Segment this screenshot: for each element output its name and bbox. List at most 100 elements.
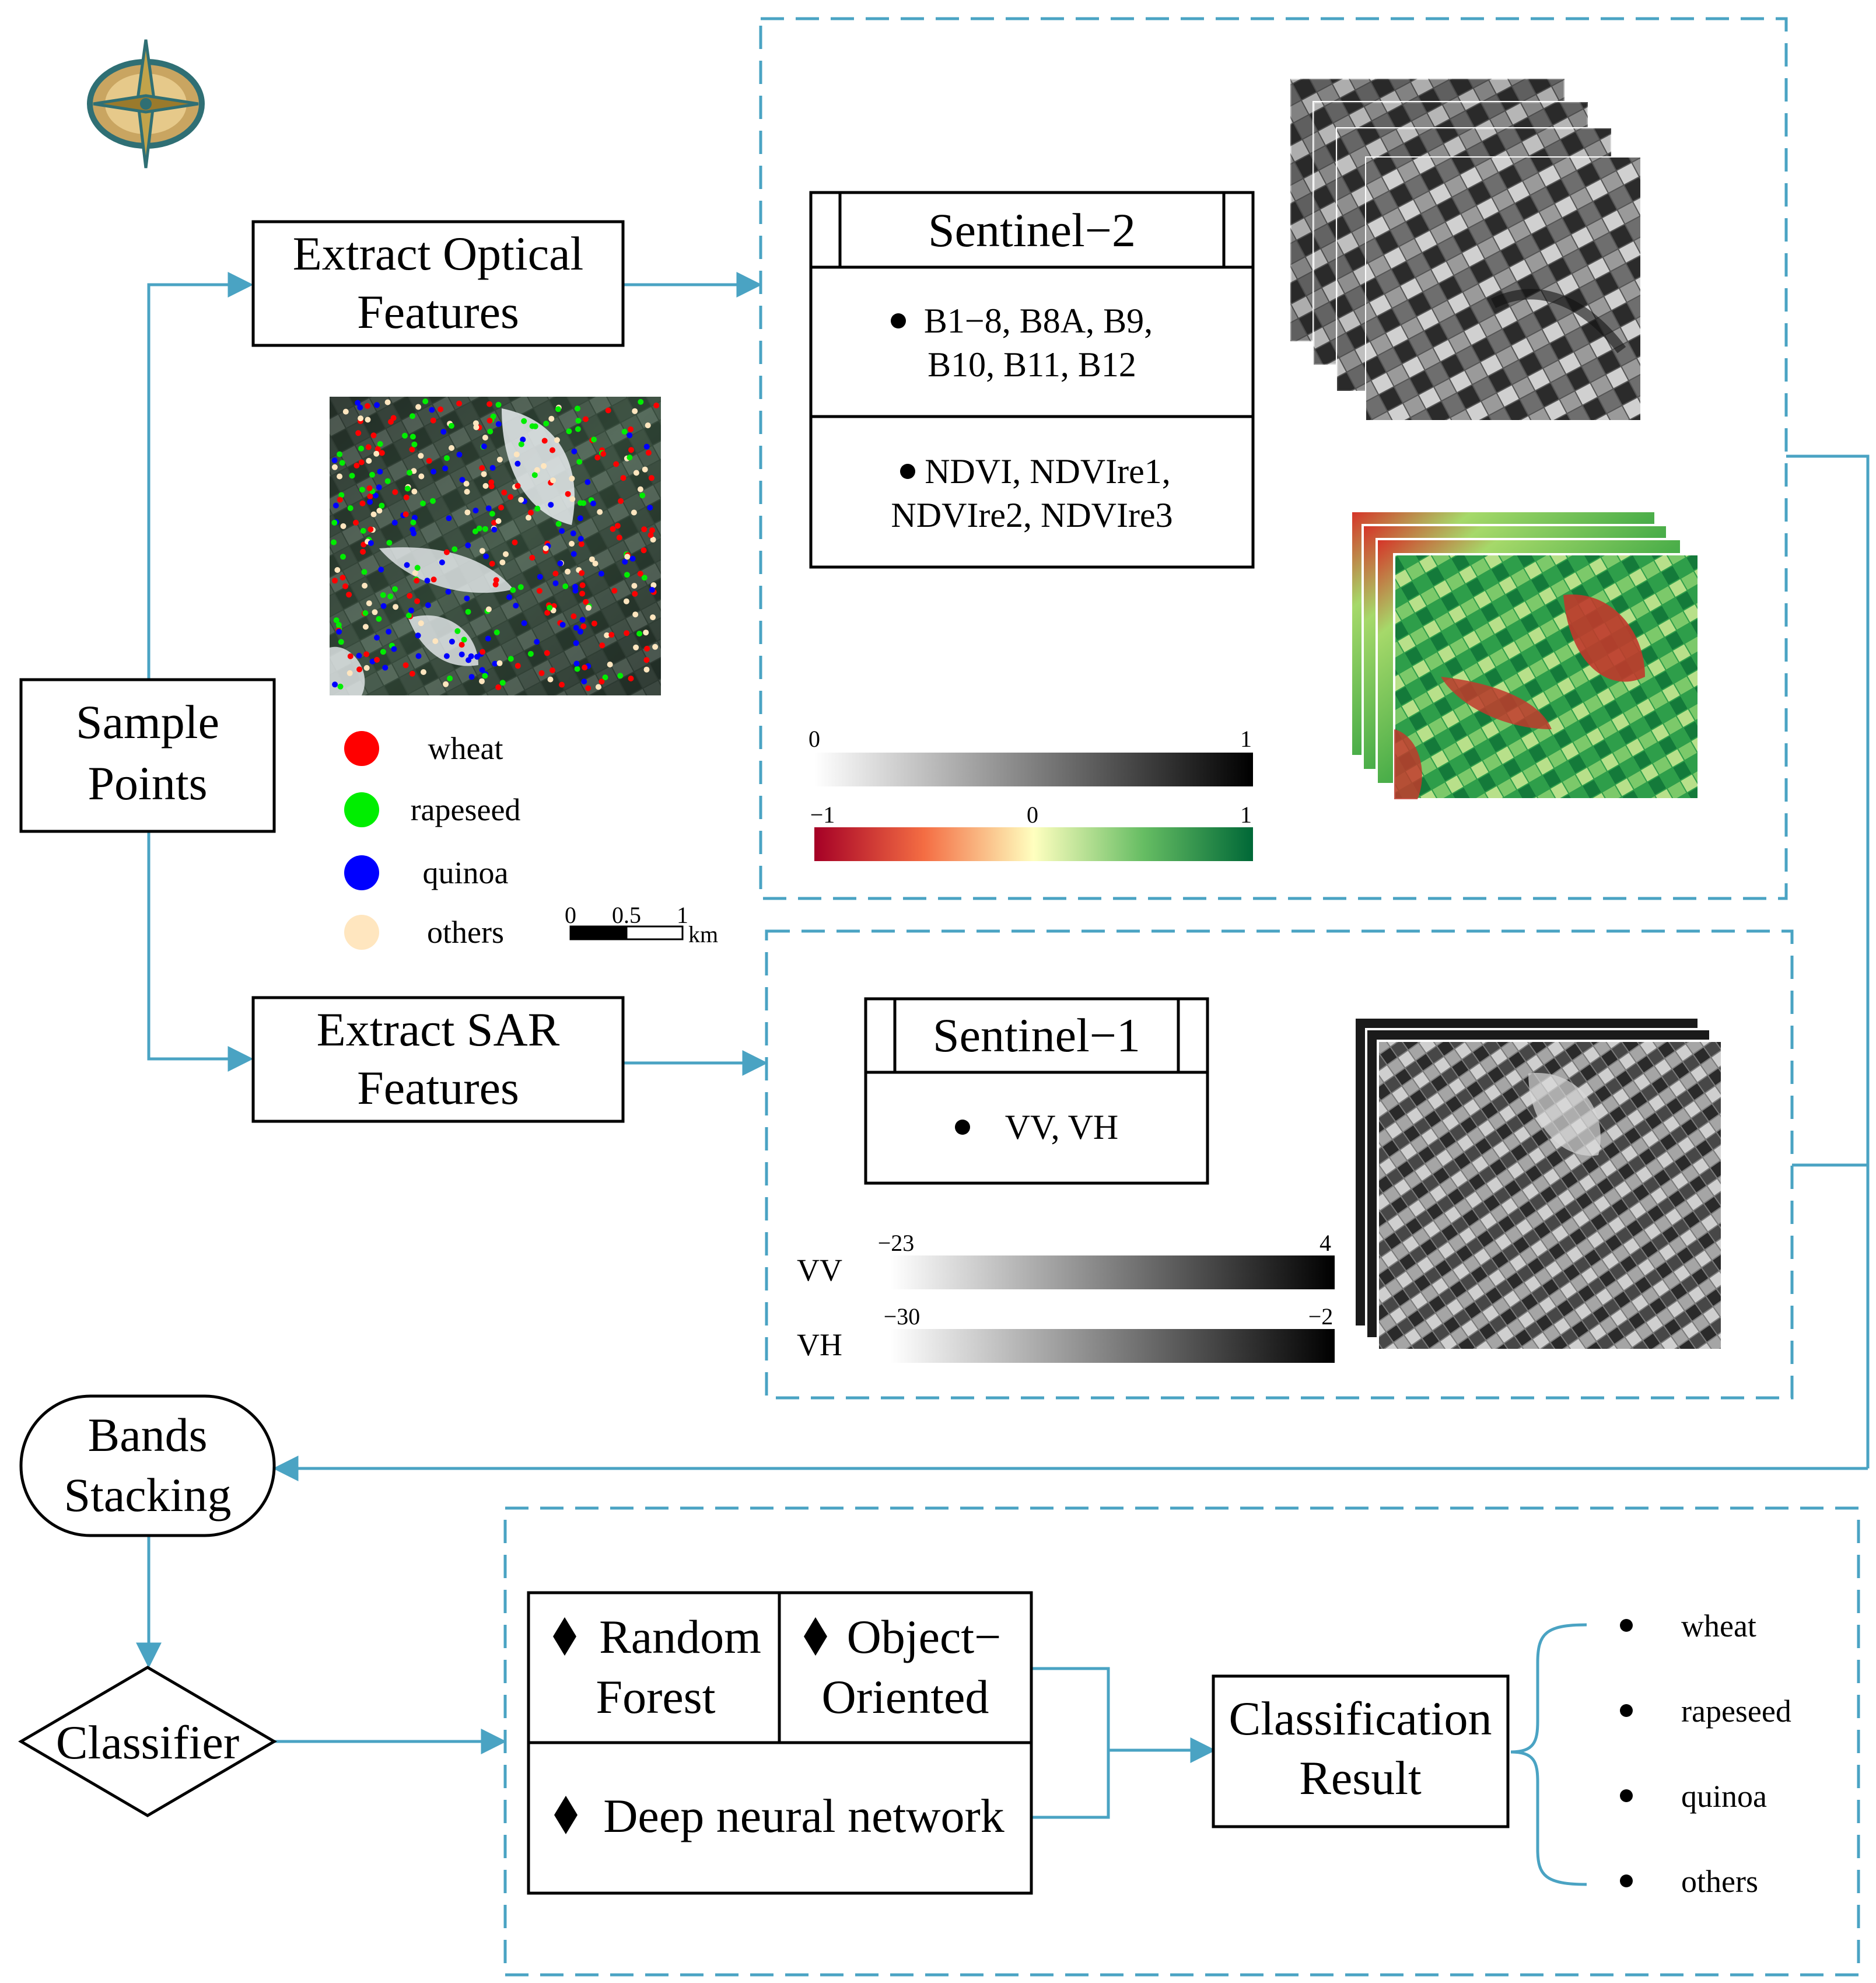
- sample-dot: [521, 620, 527, 627]
- sample-dot: [420, 500, 426, 506]
- sample-dot: [626, 454, 633, 461]
- sample-dot: [373, 450, 380, 457]
- sample-dot: [393, 604, 399, 610]
- sample-dot: [555, 406, 561, 412]
- sample-dot: [648, 532, 654, 538]
- sample-dot: [544, 650, 550, 656]
- sample-dot: [347, 653, 354, 659]
- sample-dot: [576, 459, 583, 465]
- sample-dot: [482, 435, 488, 441]
- sample-dot: [647, 505, 653, 511]
- sample-dot: [595, 684, 601, 690]
- sample-dot: [410, 413, 415, 419]
- result-class-wheat: wheat: [1681, 1608, 1756, 1643]
- sample-legend: wheat rapeseed quinoa others: [344, 731, 520, 950]
- sample-dot: [643, 629, 649, 636]
- bullet-icon: [1620, 1619, 1633, 1632]
- sample-dot: [418, 453, 424, 459]
- s2-gray-min: 0: [808, 726, 820, 752]
- sample-dot: [632, 590, 638, 597]
- extract-optical-box: Extract Optical Features: [251, 220, 625, 347]
- sample-dot: [357, 404, 363, 411]
- sample-dot: [614, 523, 621, 529]
- sample-dot: [443, 653, 450, 659]
- legend-quinoa-label: quinoa: [423, 855, 509, 890]
- sample-dot: [382, 665, 388, 671]
- sample-dot: [411, 441, 418, 447]
- sample-dot: [569, 496, 576, 502]
- sample-dot: [581, 679, 587, 685]
- sample-dot: [575, 418, 582, 424]
- sentinel1-panel: [765, 929, 1794, 1400]
- sample-dot: [346, 670, 353, 676]
- sample-dot: [650, 614, 656, 621]
- sample-dot: [534, 505, 541, 512]
- sample-dot: [628, 676, 634, 681]
- sample-dot: [573, 625, 579, 631]
- sample-dot: [354, 463, 360, 468]
- sample-dot: [347, 505, 354, 511]
- sample-dot: [362, 624, 369, 630]
- sample-dot: [411, 515, 418, 521]
- sample-dot: [591, 436, 597, 443]
- legend-others-swatch: [344, 915, 379, 950]
- sample-dot: [376, 508, 383, 514]
- scale-unit: km: [688, 921, 718, 947]
- sample-dot: [367, 499, 373, 505]
- sample-dot: [529, 423, 536, 429]
- sample-dot: [527, 650, 534, 657]
- sample-dot: [575, 426, 581, 432]
- sample-dot: [653, 403, 660, 408]
- sample-dot: [498, 505, 504, 510]
- sample-dot: [404, 485, 411, 492]
- extract-sar-label-2: Features: [357, 1061, 519, 1114]
- sample-dot: [337, 451, 343, 457]
- sentinel2-panel: [759, 17, 1788, 900]
- sample-dot: [480, 649, 486, 655]
- legend-rapeseed-label: rapeseed: [411, 792, 521, 827]
- sample-dot: [499, 680, 506, 686]
- sample-dot: [538, 670, 545, 676]
- sample-dot: [414, 598, 421, 604]
- legend-quinoa-swatch: [344, 855, 379, 890]
- sample-dot: [584, 479, 591, 485]
- sample-dot: [365, 417, 371, 423]
- sample-dot: [570, 613, 577, 620]
- s2-indices-line1: NDVI, NDVIre1,: [925, 452, 1171, 491]
- sample-dot: [590, 501, 596, 506]
- sample-dot: [392, 489, 398, 495]
- sample-dot: [562, 583, 569, 589]
- sample-dot: [592, 561, 598, 566]
- sample-points-label-2: Points: [88, 757, 207, 810]
- sample-dot: [492, 660, 498, 667]
- sample-dot: [559, 681, 565, 688]
- sample-dot: [489, 465, 496, 471]
- sample-dot: [340, 554, 346, 560]
- sample-dot: [414, 578, 420, 584]
- s2-gray-colorbar: 0 1: [808, 726, 1253, 786]
- sample-dot: [613, 461, 620, 467]
- sample-dot: [565, 491, 571, 497]
- sample-dot: [332, 681, 338, 688]
- sample-dot: [649, 527, 655, 533]
- sample-dot: [518, 496, 524, 503]
- bullet-icon: [891, 313, 906, 328]
- sample-dot: [518, 441, 524, 447]
- sample-dot: [485, 606, 492, 613]
- sample-dot: [492, 581, 499, 587]
- extract-sar-label-1: Extract SAR: [317, 1003, 560, 1056]
- sample-dot: [445, 589, 452, 595]
- result-class-quinoa: quinoa: [1681, 1779, 1767, 1814]
- sample-dot: [479, 667, 485, 673]
- sample-dot: [482, 482, 489, 489]
- sentinel2-table: Sentinel−2 B1−8, B8A, B9, B10, B11, B12 …: [809, 191, 1255, 569]
- sample-dot: [340, 575, 346, 581]
- sample-dot: [335, 622, 342, 628]
- sentinel1-title: Sentinel−1: [933, 1009, 1140, 1062]
- sample-points-box: Sample Points: [19, 678, 276, 833]
- sample-dot: [378, 566, 384, 573]
- sample-dot: [444, 455, 450, 461]
- sample-dot: [430, 576, 437, 583]
- classifier-label: Classifier: [56, 1716, 239, 1769]
- sample-dot: [626, 432, 633, 439]
